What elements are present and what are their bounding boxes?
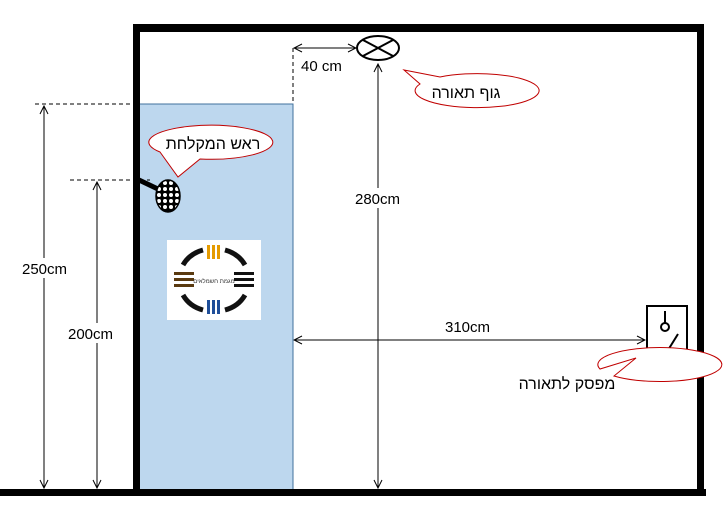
dimension-guides bbox=[35, 48, 294, 181]
callout-shower-head: ראש המקלחת bbox=[148, 124, 274, 178]
logo: מגמת חשמלאים bbox=[167, 240, 261, 320]
logo-text: מגמת חשמלאים bbox=[193, 277, 234, 285]
light-fixture-icon bbox=[356, 35, 400, 61]
walls bbox=[0, 24, 706, 496]
dimension-label-40: 40 cm bbox=[301, 58, 342, 75]
svg-text:גוף תאורה: גוף תאורה bbox=[432, 85, 501, 102]
dimension-label-280: 280cm bbox=[355, 191, 400, 208]
shower-head-icon bbox=[137, 177, 181, 213]
callout-light-switch: מפסק לתאורה bbox=[519, 347, 723, 393]
callout-light-fixture: גוף תאורה bbox=[402, 69, 540, 109]
dimension-label-200: 200cm bbox=[68, 326, 113, 343]
dimension-label-310: 310cm bbox=[445, 319, 490, 336]
svg-text:מפסק לתאורה: מפסק לתאורה bbox=[519, 375, 616, 393]
svg-text:ראש המקלחת: ראש המקלחת bbox=[166, 135, 261, 153]
dimension-label-250: 250cm bbox=[22, 261, 67, 278]
